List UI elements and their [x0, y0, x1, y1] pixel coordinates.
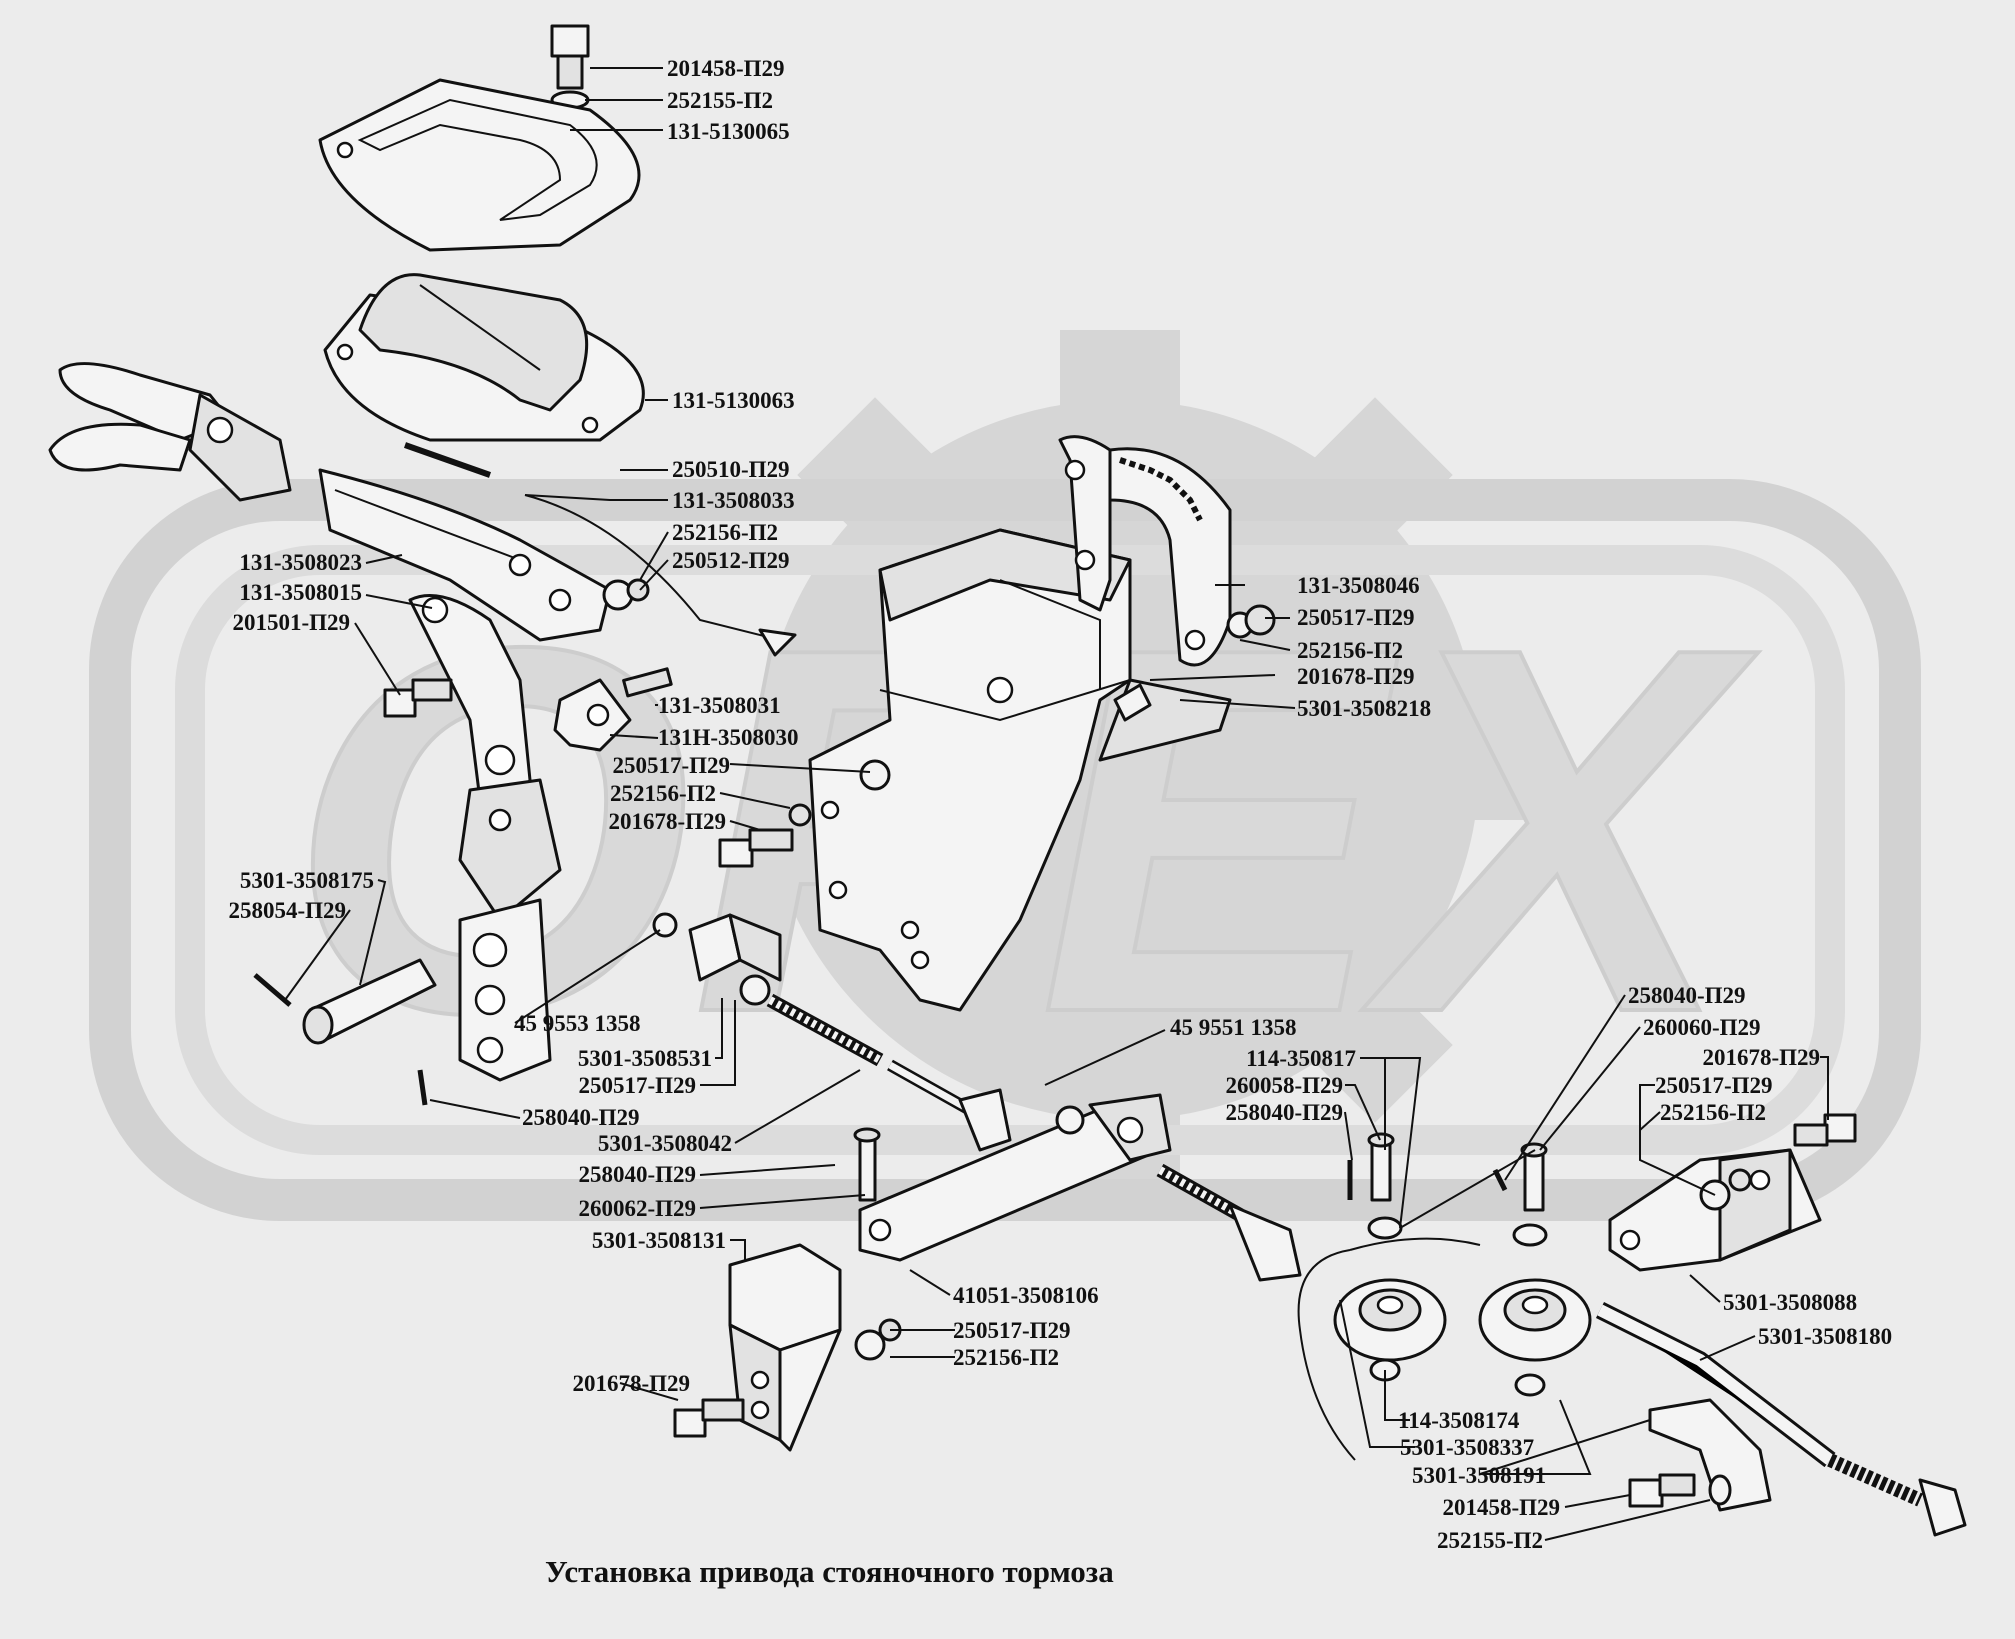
label-41051-3508106: 41051-3508106	[953, 1283, 1099, 1308]
label-131-5130063: 131-5130063	[672, 388, 795, 413]
label-114-3508174: 114-3508174	[1398, 1408, 1520, 1433]
cotter-pin-icon	[417, 1069, 428, 1106]
label-252156-p2-a: 252156-П2	[672, 520, 778, 545]
rod-short-icon	[404, 442, 491, 478]
bolt-icon	[383, 678, 453, 718]
label-252155-p2-b: 252155-П2	[1437, 1528, 1543, 1553]
label-131-3508031: 131-3508031	[658, 693, 781, 718]
label-131n-3508030: 131Н-3508030	[658, 725, 799, 750]
nut-small-icon	[854, 1329, 886, 1361]
label-201458-p29-b: 201458-П29	[1442, 1495, 1560, 1520]
label-250517-p29-c: 250517-П29	[1297, 605, 1415, 630]
label-201678-p29-a: 201678-П29	[608, 809, 726, 834]
label-5301-3508218: 5301-3508218	[1297, 696, 1431, 721]
handle-grip-icon	[48, 362, 292, 502]
label-5301-3508175: 5301-3508175	[240, 868, 374, 893]
pivot-pin-icon	[1367, 1132, 1403, 1240]
label-252156-p2-e: 252156-П2	[1660, 1100, 1766, 1125]
label-114-350817: 114-350817	[1246, 1046, 1356, 1071]
label-45-9553-1358: 45 9553 1358	[514, 1011, 641, 1036]
label-250510-p29: 250510-П29	[672, 457, 790, 482]
brake-handle-icon	[1058, 435, 1276, 722]
label-258040-p29-b: 258040-П29	[578, 1162, 696, 1187]
part-labels: 201458-П29 252155-П2 131-5130065 131-513…	[228, 56, 1892, 1553]
leader-lines	[284, 67, 1829, 1541]
label-250517-p29-d: 250517-П29	[953, 1318, 1071, 1343]
spring-rod-icon	[766, 993, 1012, 1152]
label-201678-p29-c: 201678-П29	[1297, 664, 1415, 689]
label-258040-p29-a: 258040-П29	[522, 1105, 640, 1130]
label-131-3508015: 131-3508015	[239, 580, 362, 605]
label-250512-p29: 250512-П29	[672, 548, 790, 573]
pulley-bracket-icon	[1608, 1113, 1857, 1272]
label-5301-3508131: 5301-3508131	[592, 1228, 726, 1253]
pulley-left-icon	[1333, 1278, 1447, 1382]
lever-bar-icon	[318, 468, 612, 642]
boot-cover-icon	[323, 273, 645, 442]
label-5301-3508191: 5301-3508191	[1412, 1463, 1546, 1488]
label-201678-p29-b: 201678-П29	[572, 1371, 690, 1396]
label-131-3508033: 131-3508033	[672, 488, 795, 513]
spring-clevis-icon	[1156, 1163, 1302, 1282]
link-arm-icon	[408, 594, 562, 1082]
label-252156-p2-d: 252156-П2	[953, 1345, 1059, 1370]
label-45-9551-1358: 45 9551 1358	[1170, 1015, 1297, 1040]
top-bolt-icon	[550, 24, 590, 110]
small-bracket-icon	[553, 667, 673, 752]
cable-icon	[1297, 1249, 1356, 1461]
label-5301-3508088: 5301-3508088	[1723, 1290, 1857, 1315]
pulley-right-icon	[1478, 1278, 1592, 1397]
label-258040-p29-c: 258040-П29	[1225, 1100, 1343, 1125]
label-252156-p2-b: 252156-П2	[610, 781, 716, 806]
pin-icon	[253, 958, 437, 1045]
label-131-3508046: 131-3508046	[1297, 573, 1420, 598]
label-201501-p29: 201501-П29	[232, 610, 350, 635]
housing-icon	[788, 528, 1232, 1012]
clevis-pin-icon	[853, 1127, 881, 1202]
diagram-title: Установка привода стояночного тормоза	[545, 1554, 1114, 1589]
label-258054-p29: 258054-П29	[228, 898, 346, 923]
label-252156-p2-c: 252156-П2	[1297, 638, 1403, 663]
label-250517-p29-b: 250517-П29	[578, 1073, 696, 1098]
label-5301-3508337: 5301-3508337	[1400, 1435, 1534, 1460]
label-5301-3508531: 5301-3508531	[578, 1046, 712, 1071]
label-201458-p29: 201458-П29	[667, 56, 785, 81]
label-201678-p29-d: 201678-П29	[1702, 1045, 1820, 1070]
label-5301-3508180: 5301-3508180	[1758, 1324, 1892, 1349]
cover-plate-icon	[318, 78, 641, 252]
label-260062-p29: 260062-П29	[578, 1196, 696, 1221]
label-260058-p29: 260058-П29	[1225, 1073, 1343, 1098]
label-131-3508023: 131-3508023	[239, 550, 362, 575]
label-258040-p29-d: 258040-П29	[1628, 983, 1746, 1008]
label-250517-p29-a: 250517-П29	[612, 753, 730, 778]
mount-bracket-icon	[673, 1243, 842, 1452]
bolt-mid-icon	[718, 828, 794, 868]
cable-rod-icon	[524, 494, 781, 641]
label-250517-p29-e: 250517-П29	[1655, 1073, 1773, 1098]
intermediate-lever-icon	[858, 1093, 1172, 1262]
label-131-5130065: 131-5130065	[667, 119, 790, 144]
label-5301-3508042: 5301-3508042	[598, 1131, 732, 1156]
label-252155-p2: 252155-П2	[667, 88, 773, 113]
label-260060-p29: 260060-П29	[1643, 1015, 1761, 1040]
